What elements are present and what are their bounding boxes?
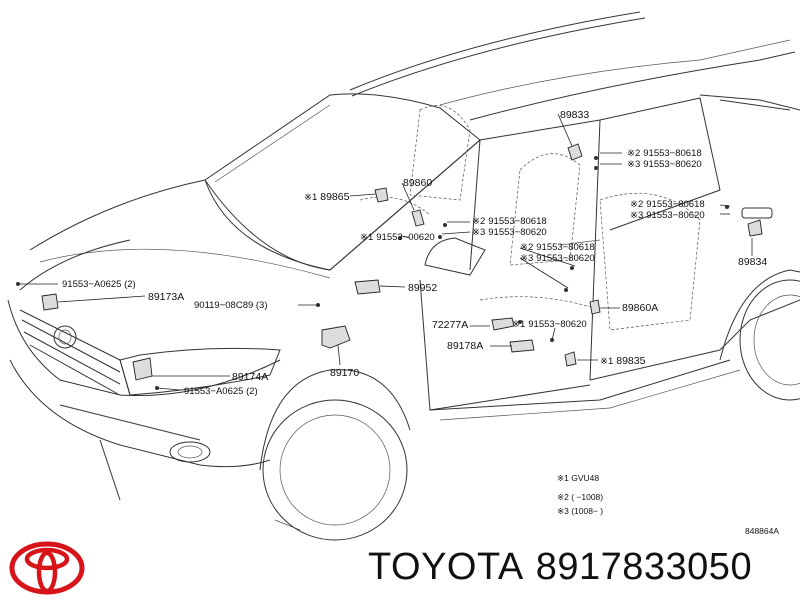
mark-3: ※3 [520,253,533,264]
notes: ※1 GVU48 ※2 ( −1008) ※3 (1008− ) 848864A [557,473,779,536]
label-91553-80620-b: 91553−80620 [488,227,546,238]
mark-2: ※2 [472,216,485,227]
label-91553-80618-c: 91553−80618 [646,199,704,210]
mark-3: ※3 [472,227,485,238]
label-91553-80618-a: 91553−80618 [643,148,701,159]
part-number: 8917833050 [535,546,753,588]
mark-2: ※2 [627,148,640,159]
label-91553-80620-d: 91553−80620 [536,253,594,264]
sensor-parts [16,143,763,390]
mark-3: ※3 [630,210,643,221]
leader-lines [20,113,753,391]
mark-2: ※2 [520,242,533,253]
label-89860a: 89860A [622,302,658,314]
mark-1: ※1 [600,356,613,367]
label-89835: 89835 [616,355,645,367]
label-91553-80618-b: 91553−80618 [488,216,546,227]
label-89178a: 89178A [447,340,483,352]
label-89833: 89833 [560,109,589,121]
mark-1: ※1 [360,232,373,243]
label-89865: 89865 [320,191,349,203]
part-caption: TOYOTA 8917833050 [368,546,752,589]
label-91553-a0625-bottom: 91553−A0625 (2) [184,386,258,397]
mark-3: ※3 [627,159,640,170]
label-90119-08c89: 90119−08C89 (3) [194,300,268,311]
label-91553-80620-a: 91553−80620 [643,159,701,170]
label-91553-80620-e: 91553−80620 [528,319,586,330]
label-91553-80618-d: 91553−80618 [536,242,594,253]
label-91553-80620-c: 91553−80620 [646,210,704,221]
label-91553-00620: 91553−00620 [376,232,434,243]
diagram-code: 848864A [745,526,779,536]
label-89174a: 89174A [232,371,268,383]
label-89170: 89170 [330,367,359,379]
label-89834: 89834 [738,256,767,268]
note-3: ※3 (1008− ) [557,506,603,516]
note-2: ※2 ( −1008) [557,492,603,502]
toyota-logo [9,541,85,595]
label-72277a: 72277A [432,319,468,331]
mark-1: ※1 [512,319,525,330]
vehicle-outline [7,11,800,541]
label-89173a: 89173A [148,291,184,303]
label-89860: 89860 [403,177,432,189]
label-89952: 89952 [408,282,437,294]
mark-2: ※2 [630,199,643,210]
brand-name: TOYOTA [368,546,524,588]
label-91553-a0625-top: 91553−A0625 (2) [62,279,136,290]
mark-1: ※1 [304,192,317,203]
note-1: ※1 GVU48 [557,473,599,483]
